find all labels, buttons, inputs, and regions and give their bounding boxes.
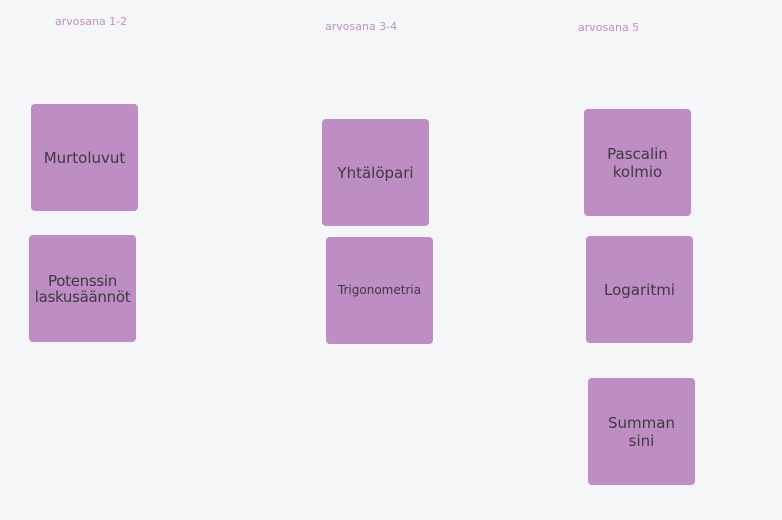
sticky-note-pascalin-kolmio[interactable]: Pascalin kolmio [584, 109, 691, 216]
column-label-grade-5: arvosana 5 [578, 21, 640, 34]
column-label-grade-3-4: arvosana 3-4 [325, 20, 398, 33]
sticky-note-potenssin-laskusaannot[interactable]: Potenssin laskusäännöt [29, 235, 136, 342]
sticky-note-text: Summan sini [608, 413, 675, 450]
sticky-note-logaritmi[interactable]: Logaritmi [586, 236, 693, 343]
sticky-note-text: Yhtälöpari [337, 163, 414, 182]
sticky-note-trigonometria[interactable]: Trigonometria [326, 237, 433, 344]
sticky-note-text: Potenssin laskusäännöt [34, 271, 131, 306]
sticky-note-summan-sini[interactable]: Summan sini [588, 378, 695, 485]
sticky-note-text: Pascalin kolmio [607, 144, 668, 181]
sticky-note-text: Murtoluvut [43, 148, 126, 167]
sticky-note-text: Trigonometria [337, 283, 422, 297]
sticky-note-text: Logaritmi [604, 280, 675, 299]
sticky-note-yhtalopari[interactable]: Yhtälöpari [322, 119, 429, 226]
column-label-grade-1-2: arvosana 1-2 [55, 15, 128, 28]
sticky-note-murtoluvut[interactable]: Murtoluvut [31, 104, 138, 211]
